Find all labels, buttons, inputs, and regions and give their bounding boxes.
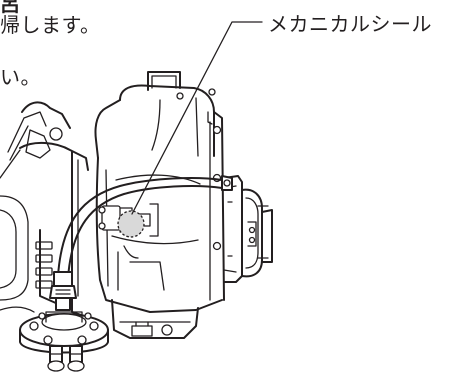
outlet-flange (223, 175, 273, 283)
body-text-line-1: 帰します。 (0, 13, 101, 37)
bypass-hose (57, 175, 233, 279)
callout-leader-line (131, 21, 263, 215)
mechanical-seal-callout-label: メカニカルシール (268, 12, 432, 36)
engine-side (0, 101, 97, 321)
pump-body (94, 71, 225, 339)
body-text-line-2: い。 (0, 65, 41, 89)
mechanical-seal-marker (117, 210, 145, 238)
heading-fragment: 呂 (0, 0, 21, 16)
inlet-fitting (19, 271, 109, 372)
